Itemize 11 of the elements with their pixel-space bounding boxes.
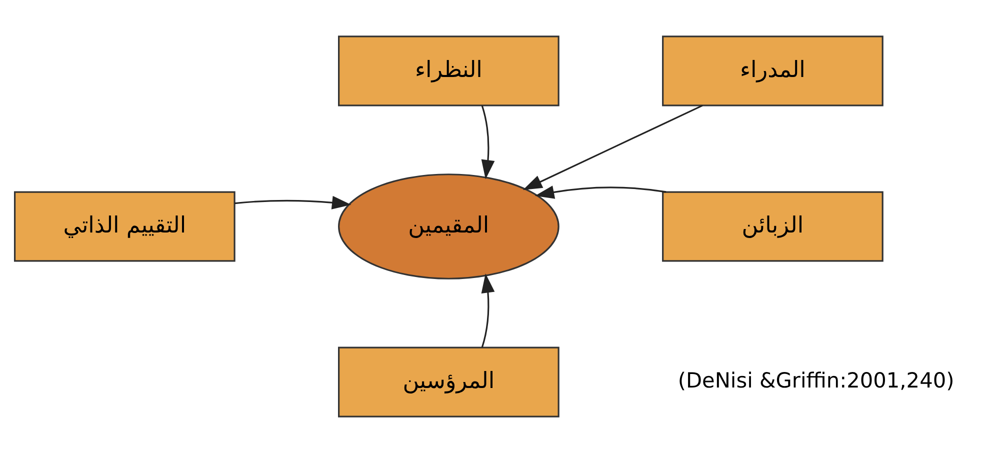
node-box: الزبائن [662, 190, 884, 262]
arrow [481, 104, 495, 179]
arrow [522, 104, 703, 190]
arrow [234, 195, 352, 209]
arrow [534, 185, 666, 198]
arrow [481, 273, 495, 348]
node-box: النظراء [338, 35, 560, 106]
node-box: المرؤسين [338, 346, 560, 417]
node-box: التقييم الذاتي [14, 190, 236, 262]
label: (DeNisi &Griffin:2001,240) [678, 368, 954, 392]
node-box: المدراء [662, 35, 884, 106]
